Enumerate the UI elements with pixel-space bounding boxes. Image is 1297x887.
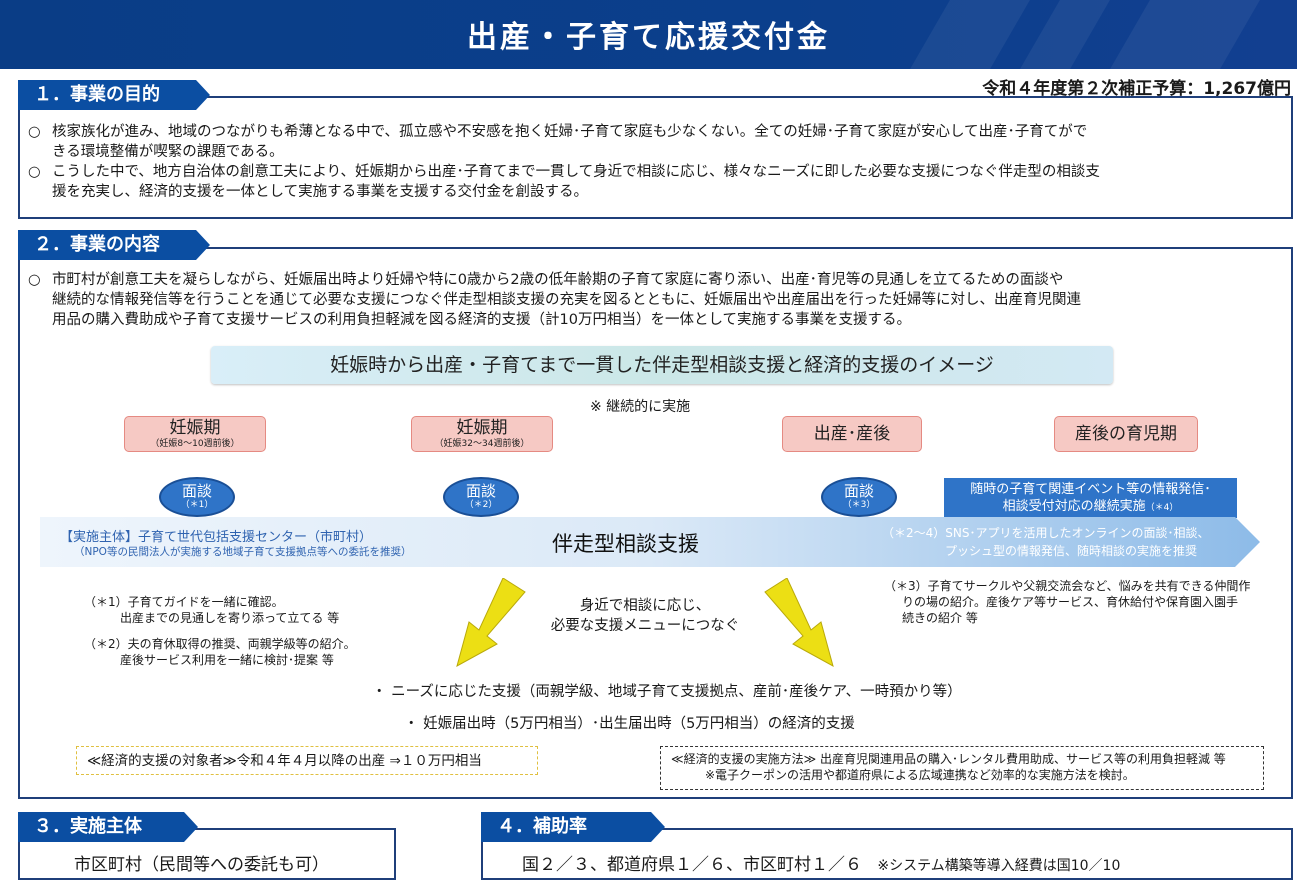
title-banner xyxy=(0,0,1297,69)
note-line: 産後サービス利用を一緒に検討･提案 等 xyxy=(120,653,334,667)
phase-sub: （妊娠32～34週前後） xyxy=(434,439,530,449)
phase-title: 出産･産後 xyxy=(813,424,891,444)
implementer-sub: （NPO等の民間法人が実施する地域子育て支援拠点等への委託を推奨） xyxy=(74,546,412,558)
phase-pregnancy-early: 妊娠期 （妊娠8～10週前後） xyxy=(124,416,266,452)
method-line: ≪経済的支援の実施方法≫ 出産育児関連用品の購入･レンタル費用助成、サービス等の… xyxy=(671,752,1226,766)
bullet-mark: ○ xyxy=(28,124,41,140)
bullet-needs: ・ ニーズに応じた支援（両親学級、地域子育て支援拠点、産前･産後ケア、一時預かり… xyxy=(372,684,962,700)
center-line: 身近で相談に応じ、 xyxy=(579,598,711,614)
info-line: 相談受付対応の継続実施 xyxy=(1002,499,1146,514)
note-line: （＊3）子育てサークルや父親交流会など、悩みを共有できる仲間作 xyxy=(884,579,1251,593)
bullet-mark: ○ xyxy=(28,272,41,288)
interview-bubble-2: 面談 （＊2） xyxy=(443,477,519,517)
paragraph-line: 核家族化が進み、地域のつながりも希薄となる中で、孤立感や不安感を抱く妊婦･子育て… xyxy=(52,124,1088,140)
section2-text: ○ 市町村が創意工夫を凝らしながら、妊娠届出時より妊婦や特に0歳から2歳の低年齢期… xyxy=(28,270,1290,330)
interview-title: 面談 xyxy=(465,482,496,500)
info-box: 随時の子育て関連イベント等の情報発信･ 相談受付対応の継続実施（＊4） xyxy=(944,478,1237,518)
note-right: （＊3）子育てサークルや父親交流会など、悩みを共有できる仲間作 りの場の紹介。産… xyxy=(884,578,1250,626)
continuous-note: ※ 継続的に実施 xyxy=(590,399,691,415)
interview-sub: （＊3） xyxy=(842,500,876,510)
section4-content: 国２／３、都道府県１／６、市区町村１／６ ※システム構築等導入経費は国10／10 xyxy=(522,850,1120,875)
paragraph-line: 用品の購入費助成や子育て支援サービスの利用負担軽減を図る経済的支援（計10万円相… xyxy=(52,312,912,328)
note-line: りの場の紹介。産後ケア等サービス、育休給付や保育園入園手 xyxy=(902,595,1239,609)
phase-pregnancy-late: 妊娠期 （妊娠32～34週前後） xyxy=(411,416,553,452)
method-box: ≪経済的支援の実施方法≫ 出産育児関連用品の購入･レンタル費用助成、サービス等の… xyxy=(660,746,1264,790)
phase-postpartum: 産後の育児期 xyxy=(1054,416,1198,452)
note-line: （＊1）子育てガイドを一緒に確認。 xyxy=(84,595,284,609)
section4-header: ４．補助率 xyxy=(481,812,665,842)
phase-title: 妊娠期 xyxy=(169,418,221,438)
info-line: 随時の子育て関連イベント等の情報発信･ xyxy=(970,482,1211,497)
interview-bubble-1: 面談 （＊1） xyxy=(159,477,235,517)
subsidy-note: ※システム構築等導入経費は国10／10 xyxy=(877,858,1121,874)
section3-content: 市区町村（民間等への委託も可） xyxy=(74,855,329,875)
method-line: ※電子クーポンの活用や都道府県による広域連携など効率的な実施方法を検討。 xyxy=(705,768,1135,782)
info-note: （＊4） xyxy=(1145,503,1179,513)
paragraph-line: こうした中で、地方自治体の創意工夫により、妊娠期から出産･子育てまで一貫して身近… xyxy=(52,164,1100,180)
paragraph-line: 市町村が創意工夫を凝らしながら、妊娠届出時より妊婦や特に0歳から2歳の低年齢期の… xyxy=(52,272,1064,288)
note-line: 続きの紹介 等 xyxy=(902,611,978,625)
image-title: 妊娠時から出産・子育てまで一貫した伴走型相談支援と経済的支援のイメージ xyxy=(211,346,1113,384)
paragraph-line: きる環境整備が喫緊の課題である。 xyxy=(52,144,284,160)
support-arrow-band xyxy=(40,517,1260,567)
interview-title: 面談 xyxy=(181,482,212,500)
phase-title: 妊娠期 xyxy=(456,418,508,438)
bullet-mark: ○ xyxy=(28,164,41,180)
section2-header: ２．事業の内容 xyxy=(18,230,210,260)
yellow-arrow-right xyxy=(764,578,834,668)
section1-text: ○ 核家族化が進み、地域のつながりも希薄となる中で、孤立感や不安感を抱く妊婦･子育… xyxy=(28,122,1290,202)
center-text: 身近で相談に応じ、 必要な支援メニューにつなぐ xyxy=(530,596,760,636)
target-box: ≪経済的支援の対象者≫令和４年４月以降の出産 ⇒１０万円相当 xyxy=(76,746,538,775)
phase-sub: （妊娠8～10週前後） xyxy=(150,439,240,449)
yellow-arrow-left xyxy=(456,578,526,668)
section1-box xyxy=(18,96,1293,219)
interview-sub: （＊2） xyxy=(464,500,498,510)
band-note-1: （＊2～4）SNS･アプリを活用したオンラインの面談･相談、 xyxy=(882,526,1210,540)
note-line: （＊2）夫の育休取得の推奨、両親学級等の紹介。 xyxy=(84,637,356,651)
interview-title: 面談 xyxy=(843,482,874,500)
section1-header: １．事業の目的 xyxy=(18,80,210,110)
band-note-2: プッシュ型の情報発信、随時相談の実施を推奨 xyxy=(945,544,1198,558)
paragraph-line: 継続的な情報発信等を行うことを通じて必要な支援につなぐ伴走型相談支援の充実を図る… xyxy=(52,292,1082,308)
note-left-2: （＊2）夫の育休取得の推奨、両親学級等の紹介。 産後サービス利用を一緒に検討･提… xyxy=(84,636,356,668)
page-title: 出産・子育て応援交付金 xyxy=(467,20,830,55)
bullet-economic: ・ 妊娠届出時（5万円相当）･出生届出時（5万円相当）の経済的支援 xyxy=(404,716,855,732)
budget-label: 令和４年度第２次補正予算：1,267億円 xyxy=(982,79,1291,99)
arrow-shape xyxy=(40,517,1260,567)
band-center-label: 伴走型相談支援 xyxy=(552,532,699,556)
interview-sub: （＊1） xyxy=(180,500,214,510)
subsidy-rate: 国２／３、都道府県１／６、市区町村１／６ xyxy=(522,855,862,875)
paragraph-line: 援を充実し、経済的支援を一体として実施する事業を支援する交付金を創設する。 xyxy=(52,184,589,200)
implementer-label: 【実施主体】子育て世代包括支援センター（市町村） xyxy=(60,530,373,545)
note-left-1: （＊1）子育てガイドを一緒に確認。 出産までの見通しを寄り添って立てる 等 xyxy=(84,594,339,626)
interview-bubble-3: 面談 （＊3） xyxy=(821,477,897,517)
phase-title: 産後の育児期 xyxy=(1075,424,1177,444)
note-line: 出産までの見通しを寄り添って立てる 等 xyxy=(120,611,340,625)
phase-birth: 出産･産後 xyxy=(782,416,922,452)
center-line: 必要な支援メニューにつなぐ xyxy=(550,618,740,634)
section3-header: ３．実施主体 xyxy=(18,812,198,842)
